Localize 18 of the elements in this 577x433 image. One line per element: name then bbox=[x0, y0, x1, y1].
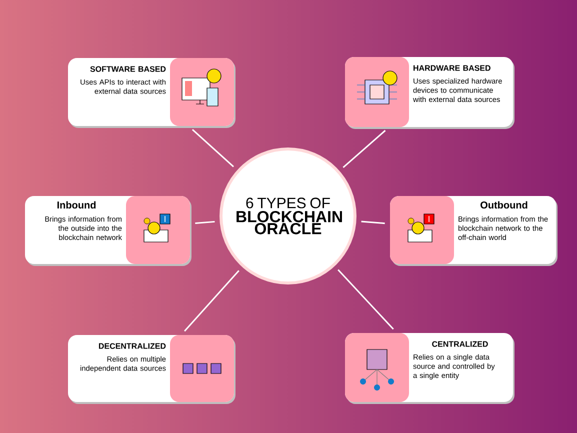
card-heading: Outbound bbox=[480, 201, 528, 209]
connector-line bbox=[184, 270, 240, 332]
connector-line bbox=[192, 129, 234, 168]
info-card bbox=[68, 335, 236, 404]
info-card bbox=[345, 333, 514, 404]
connector-line bbox=[361, 220, 385, 224]
info-card bbox=[68, 58, 236, 128]
connector-line bbox=[195, 220, 215, 224]
card-heading: HARDWARE BASED bbox=[414, 65, 490, 71]
card-heading: Inbound bbox=[57, 201, 96, 209]
card-heading: SOFTWARE BASED bbox=[90, 66, 166, 72]
connector-line bbox=[338, 269, 394, 330]
card-heading: DECENTRALIZED bbox=[98, 343, 166, 349]
connector-line bbox=[342, 130, 386, 168]
info-card bbox=[345, 57, 514, 129]
card-heading: CENTRALIZED bbox=[432, 341, 488, 347]
info-card bbox=[390, 196, 558, 266]
info-card bbox=[25, 196, 192, 266]
